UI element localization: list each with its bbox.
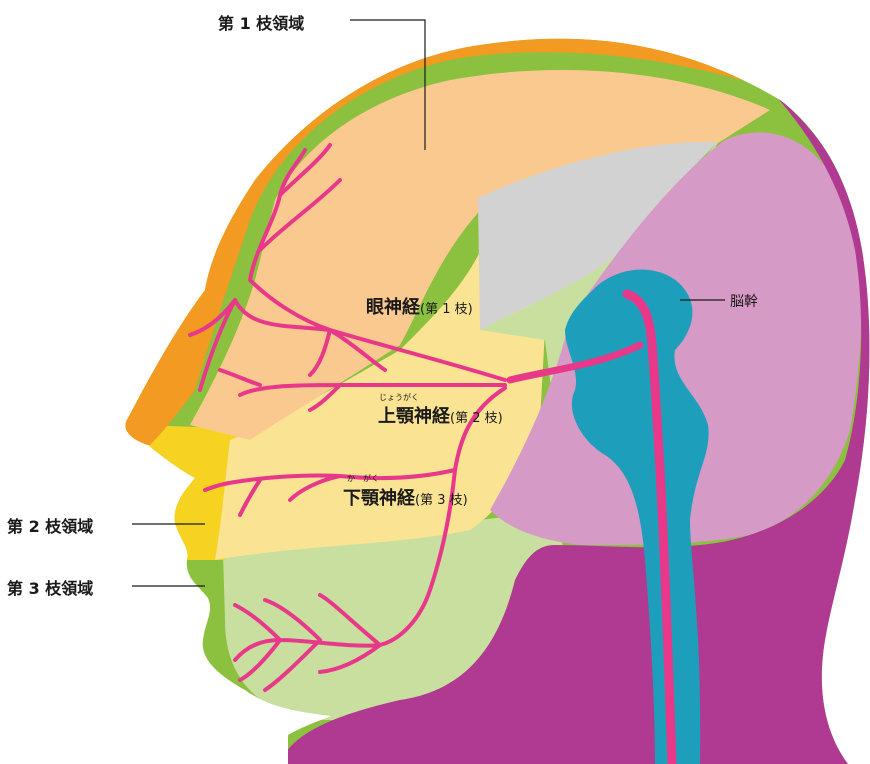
region-3-label: 第 3 枝領域 [7,575,93,599]
mandibular-ruby-ka: か [347,473,355,484]
brainstem-label: 脳幹 [730,291,758,311]
region-2-label: 第 2 枝領域 [7,513,93,537]
mandibular-nerve-branch: (第 3 枝) [415,493,468,508]
ophthalmic-nerve-name: 眼神経 [366,297,420,318]
maxillary-nerve-label: じょうがく 上顎神経(第 2 枝) [378,402,503,428]
mandibular-nerve-name: 下顎神経 [343,488,415,509]
maxillary-nerve-branch: (第 2 枝) [450,411,503,426]
ophthalmic-nerve-branch: (第 1 枝) [420,302,473,317]
ophthalmic-nerve-label: 眼神経(第 1 枝) [366,293,473,319]
maxillary-nerve-name: 上顎神経 [378,406,450,427]
mandibular-nerve-label: か がく 下顎神経(第 3 枝) [343,484,468,510]
region-1-label: 第 1 枝領域 [218,10,304,34]
maxillary-ruby: じょうがく [379,392,419,403]
mandibular-ruby-gaku: がく [363,473,379,484]
